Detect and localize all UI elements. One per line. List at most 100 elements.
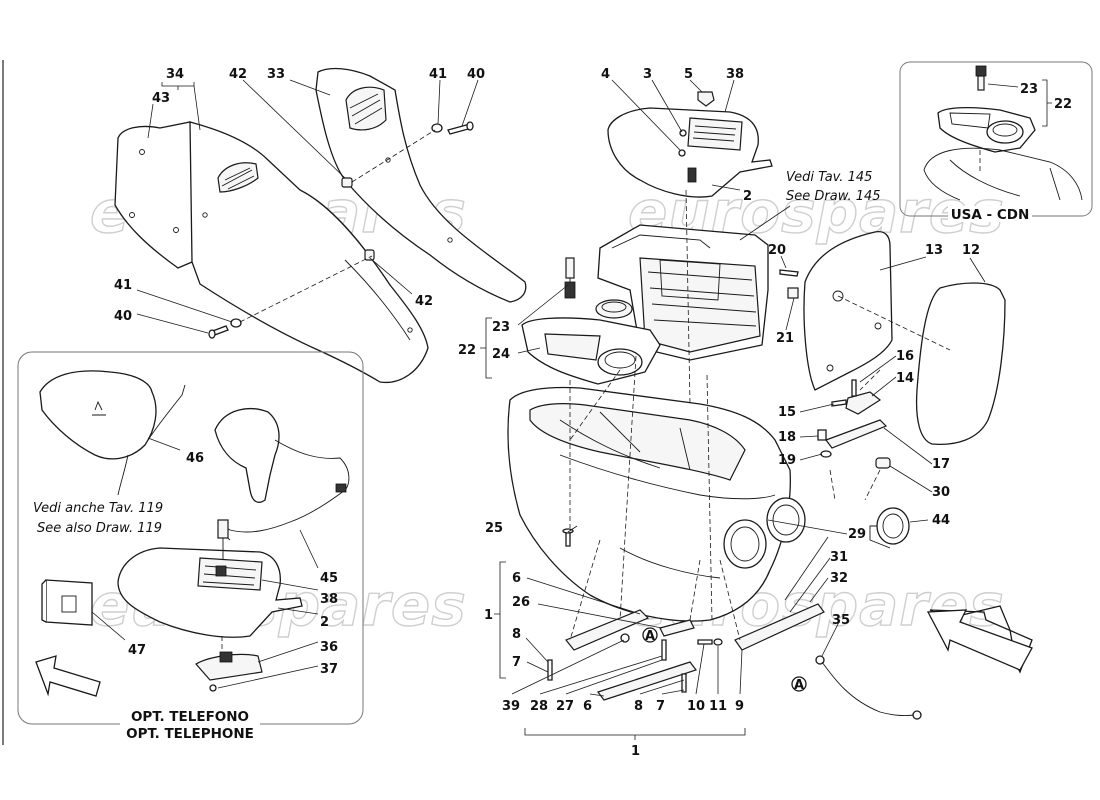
side-panel-12: [915, 282, 1006, 446]
callout-label: 13: [925, 243, 943, 258]
phone-cable-plug: [217, 519, 229, 560]
callout-label: 25: [485, 521, 503, 536]
callout-label: 46: [186, 451, 204, 466]
screw-27: [661, 639, 667, 661]
callout-label: 43: [152, 91, 170, 106]
screw-15: [831, 399, 847, 407]
callout-label: 1: [631, 744, 640, 759]
usa-cdn-caption: USA - CDN: [951, 207, 1030, 223]
callout-label: 6: [512, 571, 521, 586]
assembly-line: [569, 539, 741, 641]
electronic-unit: [597, 224, 769, 361]
reference-note-it: Vedi Tav. 145: [786, 170, 872, 185]
callout-label: 1: [484, 608, 493, 623]
direction-arrow: [926, 609, 1033, 671]
callout-label: 10: [687, 699, 705, 714]
reference-note-it: Vedi anche Tav. 119: [33, 501, 163, 516]
bushing-30: [875, 457, 891, 469]
screw-40: [447, 121, 474, 135]
callout-label: 30: [932, 485, 950, 500]
direction-arrow: [35, 655, 101, 697]
inset-connector: [975, 65, 987, 91]
callout-label: 19: [778, 453, 796, 468]
callout-label: 23: [1020, 82, 1038, 97]
callout-label: 8: [512, 627, 521, 642]
telephone-caption-it: OPT. TELEFONO: [131, 709, 249, 725]
cupholder-24: [521, 317, 661, 385]
headset-45: [214, 408, 350, 541]
callout-label: 2: [743, 189, 752, 204]
ground-cable-35: [815, 655, 922, 720]
callout-label: 17: [932, 457, 950, 472]
callout-label: 28: [530, 699, 548, 714]
bracket-26: [659, 619, 695, 637]
marker-A-cable: A: [791, 676, 807, 693]
callout-label: 35: [832, 613, 850, 628]
callout-label: 14: [896, 371, 914, 386]
callout-label: 44: [932, 513, 950, 528]
callout-label: 33: [267, 67, 285, 82]
leader-lines: [91, 79, 1052, 697]
bracket-17: [825, 419, 888, 449]
trim-panel-43: [114, 121, 201, 269]
callout-label: 31: [830, 550, 848, 565]
screw-7: [681, 673, 687, 693]
connector-23: [564, 257, 576, 299]
side-panel-13: [803, 230, 893, 391]
callout-label: 16: [896, 349, 914, 364]
screw-3: [679, 129, 687, 137]
callout-label: 12: [962, 243, 980, 258]
callout-label: 34: [166, 67, 184, 82]
callout-label: 32: [830, 571, 848, 586]
bracket-6: [565, 609, 650, 651]
callout-label: 7: [512, 655, 521, 670]
inset-cupholder: [937, 106, 1036, 153]
telephone-caption-en: OPT. TELEPHONE: [126, 726, 254, 742]
callout-label: 36: [320, 640, 338, 655]
washer-11: [713, 638, 723, 646]
clip-42: [341, 177, 353, 188]
callout-label: 27: [556, 699, 574, 714]
screw-20: [779, 269, 799, 277]
callout-label: 45: [320, 571, 338, 586]
callout-label: 3: [643, 67, 652, 82]
callout-label: 7: [656, 699, 665, 714]
usa-cdn-label-bg: [948, 206, 1032, 222]
callout-label: 21: [776, 331, 794, 346]
callout-label: 24: [492, 347, 510, 362]
marker-A-center: A: [642, 627, 658, 644]
bracket-9: [734, 603, 825, 651]
center-console-1: [507, 386, 806, 622]
callout-label: 4: [601, 67, 610, 82]
callout-label: 38: [726, 67, 744, 82]
callout-label: 47: [128, 643, 146, 658]
callout-label: 41: [114, 278, 132, 293]
bracket-6b: [597, 661, 697, 701]
clip-21: [787, 287, 799, 299]
callout-label: 41: [429, 67, 447, 82]
screw-25: [562, 528, 574, 547]
callout-label: 23: [492, 320, 510, 335]
cover-44: [869, 507, 910, 549]
callout-label: 5: [684, 67, 693, 82]
callout-label: 15: [778, 405, 796, 420]
callout-label: 29: [848, 527, 866, 542]
assembly-line: [569, 189, 713, 621]
inset-console: [923, 147, 1083, 201]
bracket-14: [845, 391, 882, 415]
callout-label: 6: [583, 699, 592, 714]
washer-19: [820, 450, 832, 458]
assembly-line: [239, 129, 436, 323]
bracket-36: [195, 651, 263, 681]
callout-label: 37: [320, 662, 338, 677]
callout-label: 42: [415, 294, 433, 309]
callout-label: 39: [502, 699, 520, 714]
screw-8: [547, 659, 553, 681]
callout-label: 26: [512, 595, 530, 610]
group-bracket: [524, 728, 746, 740]
callout-label: 20: [768, 243, 786, 258]
callout-label: 22: [458, 343, 476, 358]
screw-40: [208, 325, 229, 339]
disc-round: [595, 299, 633, 319]
leader-line: [739, 205, 791, 241]
